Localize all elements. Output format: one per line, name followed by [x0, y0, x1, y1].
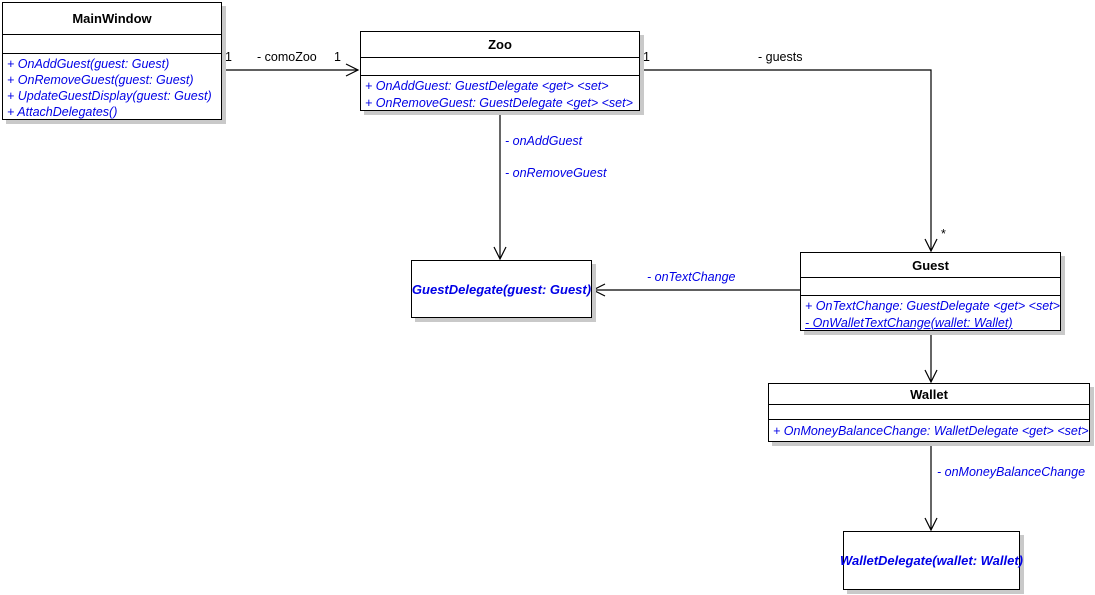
role-label-guests: - guests [758, 50, 803, 64]
role-label-onmoneybalancechange: - onMoneyBalanceChange [937, 465, 1086, 479]
multiplicity-label: 1 [225, 50, 232, 64]
class-mainwindow[interactable]: MainWindow + OnAddGuest(guest: Guest) + … [2, 2, 222, 120]
class-member: + OnAddGuest(guest: Guest) [7, 57, 170, 71]
class-title: MainWindow [3, 3, 221, 35]
attributes-compartment [361, 58, 639, 76]
multiplicity-label: * [941, 227, 946, 241]
arrowhead-into-walletdelegate [924, 517, 938, 532]
class-member: + OnMoneyBalanceChange: WalletDelegate <… [773, 424, 1089, 438]
class-member: + AttachDelegates() [7, 105, 118, 119]
class-title: Guest [801, 253, 1060, 278]
class-member: + UpdateGuestDisplay(guest: Guest) [7, 89, 212, 103]
multiplicity-label: 1 [643, 50, 650, 64]
delegate-signature: WalletDelegate(wallet: Wallet) [840, 553, 1024, 568]
role-label-comozoo: - comoZoo [257, 50, 317, 64]
class-guest[interactable]: Guest + OnTextChange: GuestDelegate <get… [800, 252, 1061, 331]
arrowhead-into-zoo [345, 63, 360, 77]
arrowhead-into-wallet [924, 369, 938, 384]
attributes-compartment [801, 278, 1060, 296]
attributes-compartment [769, 405, 1089, 420]
class-member: + OnTextChange: GuestDelegate <get> <set… [805, 299, 1060, 313]
class-walletdelegate[interactable]: WalletDelegate(wallet: Wallet) [840, 531, 1024, 590]
class-member: + OnAddGuest: GuestDelegate <get> <set> [365, 79, 609, 93]
methods-compartment: + OnAddGuest(guest: Guest) + OnRemoveGue… [3, 54, 221, 122]
association-zoo-guest [640, 69, 932, 250]
role-label-onremoveguest: - onRemoveGuest [505, 166, 607, 180]
arrowhead-into-guestdelegate-top [493, 246, 507, 261]
class-title: Zoo [361, 32, 639, 58]
arrowhead-into-guest [924, 238, 938, 253]
delegate-signature: GuestDelegate(guest: Guest) [411, 281, 592, 297]
class-member: + OnRemoveGuest(guest: Guest) [7, 73, 194, 87]
attributes-compartment [3, 35, 221, 54]
class-title: Wallet [769, 384, 1089, 405]
methods-compartment: + OnTextChange: GuestDelegate <get> <set… [801, 296, 1060, 333]
arrowhead-into-guestdelegate-right [591, 283, 606, 297]
multiplicity-label: 1 [334, 50, 341, 64]
class-member: + OnRemoveGuest: GuestDelegate <get> <se… [365, 95, 633, 110]
methods-compartment: + OnMoneyBalanceChange: WalletDelegate <… [769, 420, 1089, 442]
class-zoo[interactable]: Zoo + OnAddGuest: GuestDelegate <get> <s… [360, 31, 640, 111]
methods-compartment: + OnAddGuest: GuestDelegate <get> <set> … [361, 76, 639, 113]
role-label-onaddguest: - onAddGuest [505, 134, 583, 148]
role-label-ontextchange: - onTextChange [647, 270, 736, 284]
class-wallet[interactable]: Wallet + OnMoneyBalanceChange: WalletDel… [768, 383, 1090, 442]
class-member-static: - OnWalletTextChange(wallet: Wallet) [805, 315, 1013, 330]
class-guestdelegate[interactable]: GuestDelegate(guest: Guest) [411, 260, 592, 318]
